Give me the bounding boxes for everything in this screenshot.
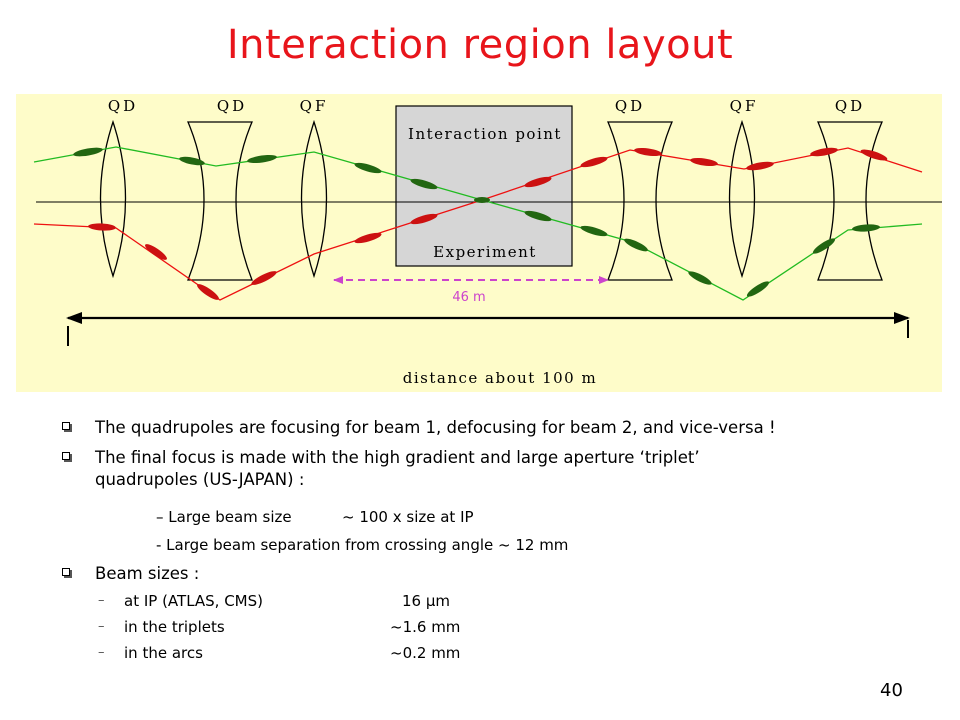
quad-label-2: QD [217,97,247,115]
dash-icon: – [98,645,105,660]
dash-icon: – [98,593,105,608]
beam-layout-svg: QD QD QF QD QF QD Interaction point Expe… [33,97,942,387]
quad-label-4: QD [615,97,645,115]
size-at-ip-value: 16 μm [402,592,451,610]
defocusing-quad-2-icon [187,121,253,281]
ip-distance-label: 46 m [452,290,485,305]
bullet-square-icon [62,452,70,460]
focusing-quad-1-icon [99,119,127,279]
sub-item-beam-separation: - Large beam separation from crossing an… [156,536,569,554]
bullet-text: The final focus is made with the high gr… [95,448,700,467]
page-number: 40 [880,680,903,701]
focusing-quad-3-icon [300,119,328,279]
bullet-text: The quadrupoles are focusing for beam 1,… [95,418,776,437]
size-at-ip-label: at IP (ATLAS, CMS) [124,592,263,610]
size-triplets-label: in the triplets [124,618,225,636]
quad-label-3: QF [300,97,329,115]
defocusing-quad-6-icon [817,121,883,281]
interaction-point-label: Interaction point [408,125,562,143]
defocusing-quad-4-icon [607,121,673,281]
quad-label-1: QD [108,97,138,115]
beam-2-magnet-markers [88,147,888,300]
bullet-text-continuation: quadrupoles (US-JAPAN) : [95,470,305,489]
size-arcs-label: in the arcs [124,644,203,662]
bullet-text: Beam sizes : [95,564,200,583]
page-title: Interaction region layout [226,22,734,68]
bullet-square-icon [62,568,70,576]
sub-item-beam-size-value: ~ 100 x size at IP [342,508,474,526]
experiment-label: Experiment [433,243,537,261]
interaction-region-diagram: QD QD QF QD QF QD Interaction point Expe… [16,94,942,392]
focusing-quad-5-icon [728,119,756,279]
bullet-square-icon [62,422,70,430]
dash-icon: – [98,619,105,634]
total-distance-label: distance about 100 m [403,369,597,387]
quad-label-6: QD [835,97,865,115]
sub-item-beam-size-label: – Large beam size [156,508,292,526]
quad-label-5: QF [730,97,759,115]
size-triplets-value: ~1.6 mm [390,618,461,636]
size-arcs-value: ~0.2 mm [390,644,461,662]
beam-1-magnet-markers [73,147,880,297]
